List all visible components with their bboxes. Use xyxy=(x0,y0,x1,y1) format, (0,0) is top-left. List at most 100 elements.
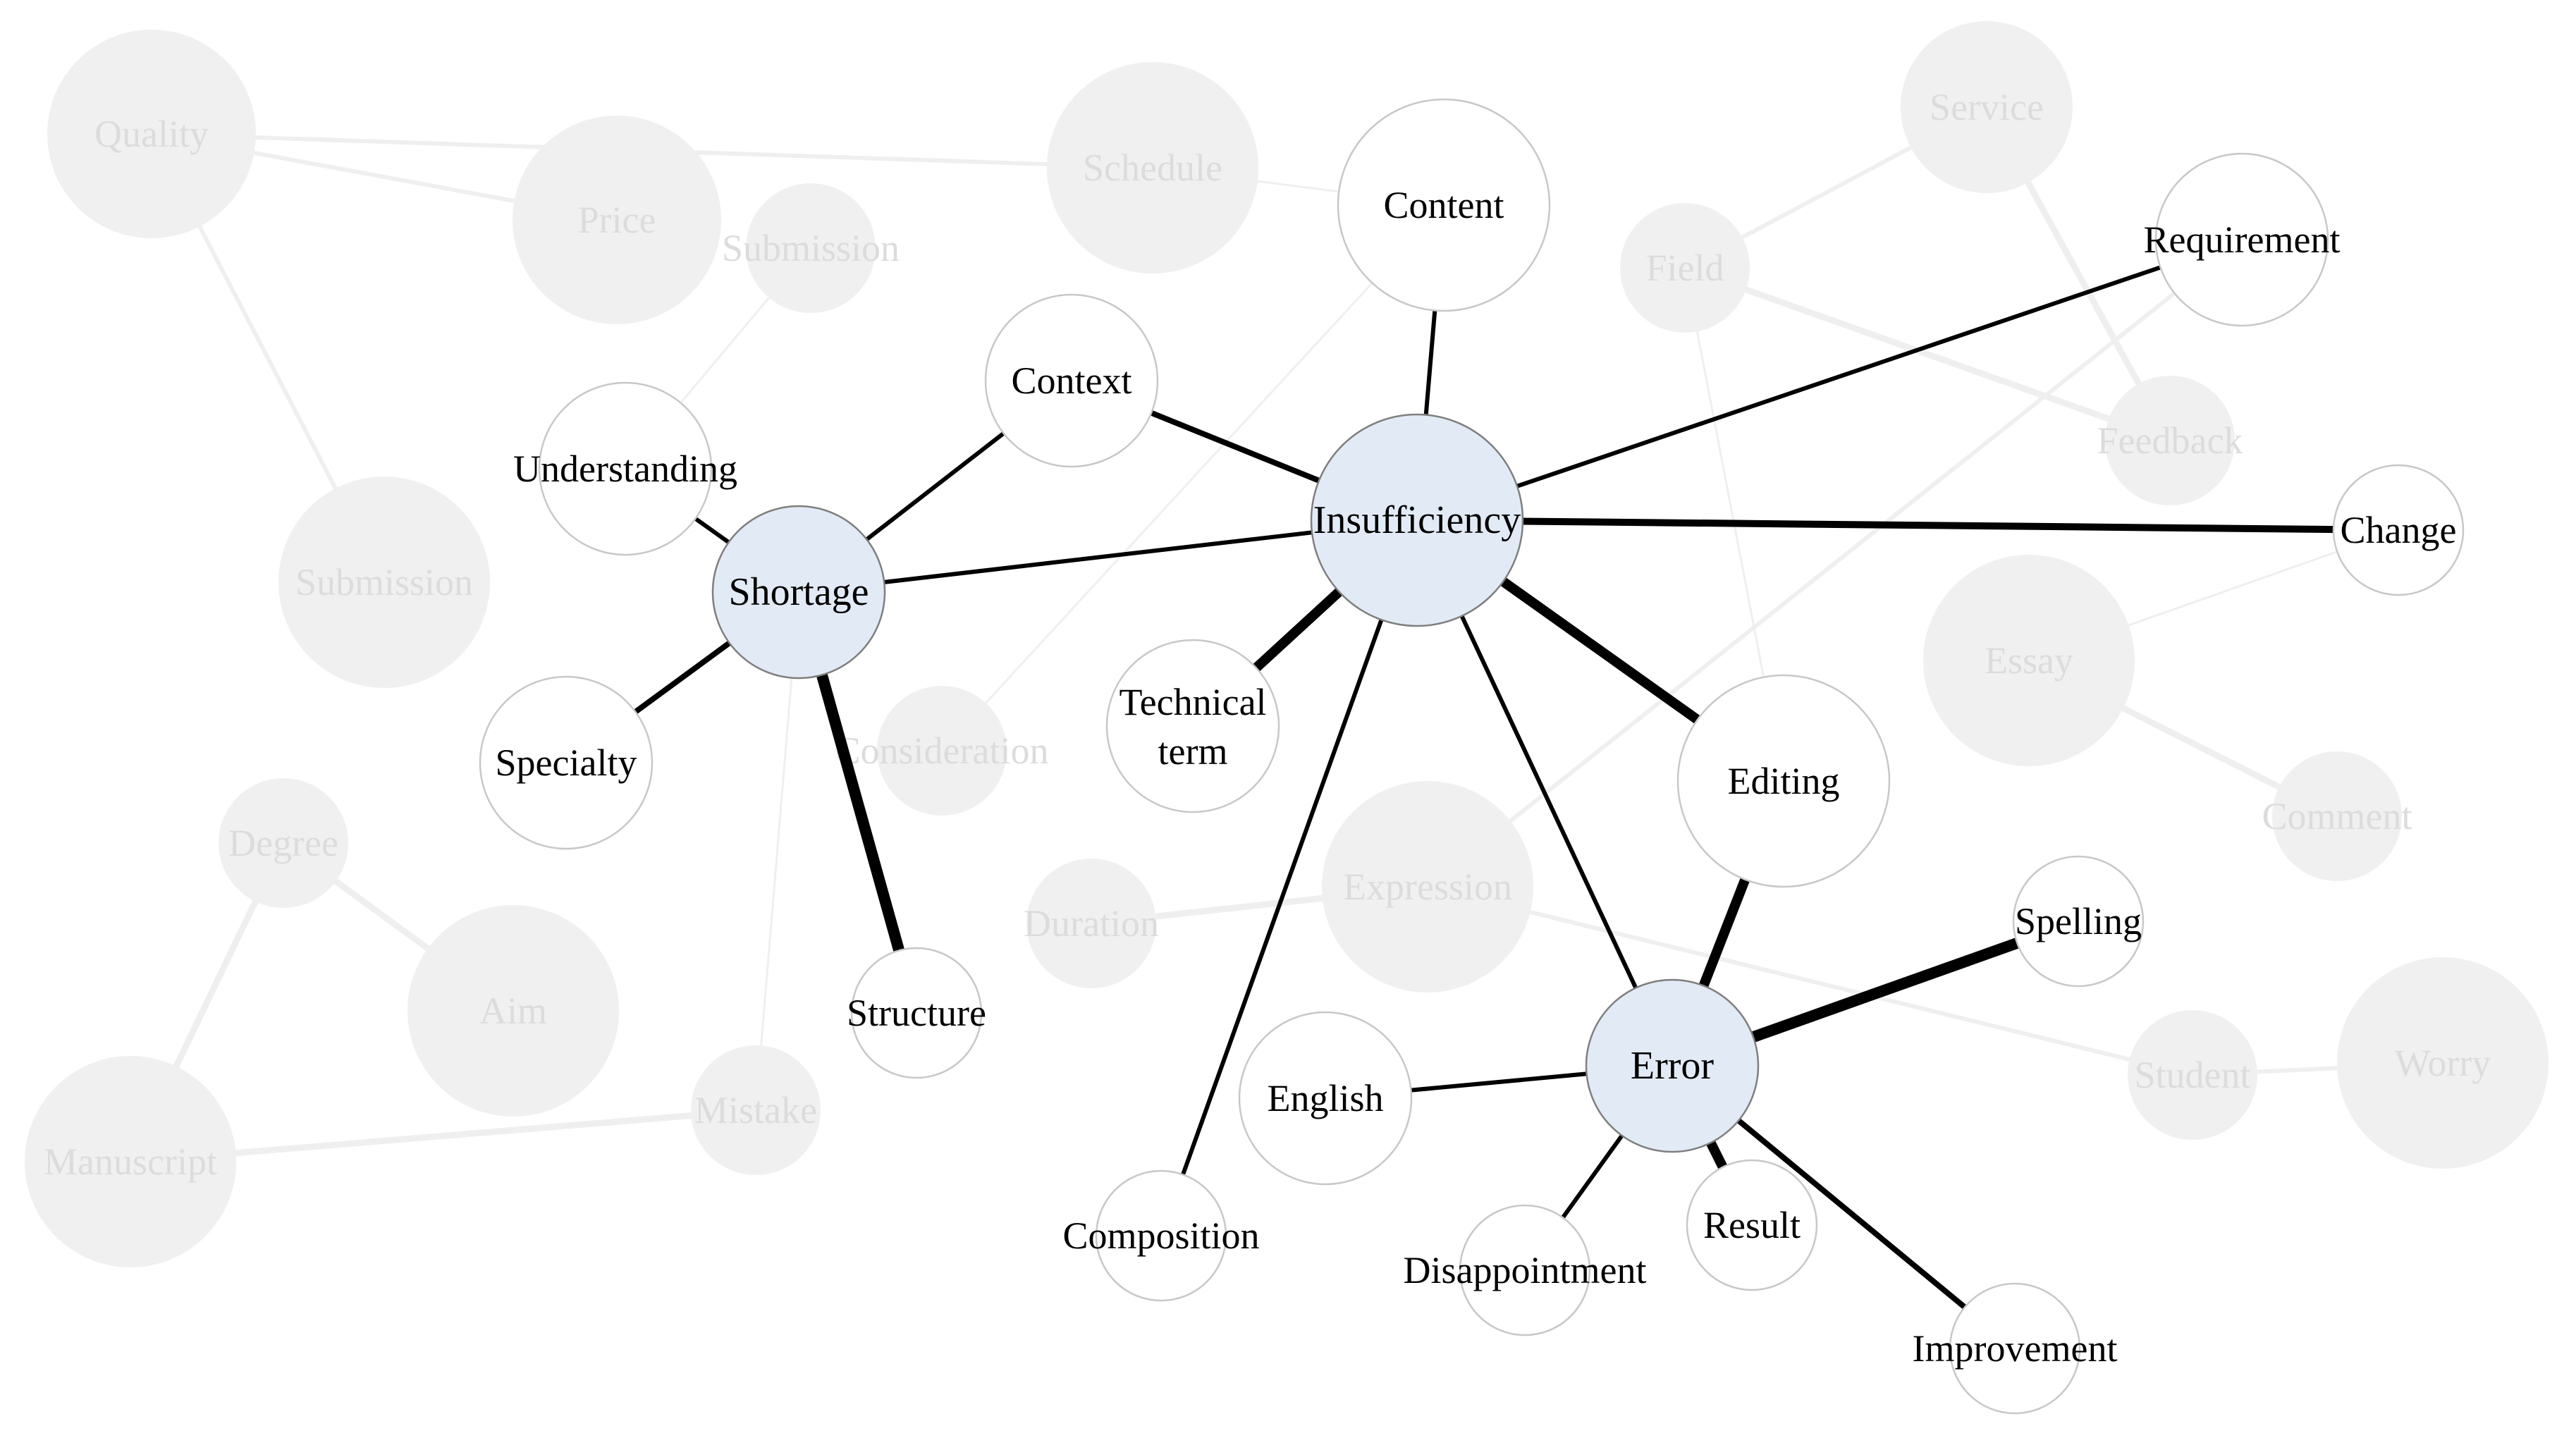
faded-node-label: Field xyxy=(1645,247,1724,289)
faded-node-circle xyxy=(47,30,256,238)
node-circle xyxy=(1105,639,1280,813)
faded-node-feedback: Feedback xyxy=(2097,376,2243,505)
node-circle xyxy=(2012,855,2145,988)
node-circle xyxy=(1337,98,1551,312)
faded-edge-field-feedback xyxy=(1683,264,2171,444)
hub-node-label: Insufficiency xyxy=(1313,498,1521,542)
node-spelling: Spelling xyxy=(2012,855,2145,988)
hub-node-insufficiency: Insufficiency xyxy=(1310,413,1524,627)
faded-node-label: Student xyxy=(2134,1054,2250,1096)
hub-node-circle xyxy=(1585,978,1760,1153)
faded-node-field: Field xyxy=(1620,203,1750,333)
faded-edge-content-consideration xyxy=(940,204,1445,752)
faded-node-circle xyxy=(2105,376,2235,505)
faded-node-circle xyxy=(278,477,490,688)
node-label: Requirement xyxy=(2144,219,2341,261)
faded-node-duration: Duration xyxy=(1024,859,1159,988)
node-label: Composition xyxy=(1062,1215,1259,1257)
faded-node-label: Expression xyxy=(1343,866,1512,908)
node-label: English xyxy=(1267,1077,1383,1119)
edge-insufficiency-composition xyxy=(1159,519,1419,1237)
node-label: Spelling xyxy=(2015,900,2142,942)
node-composition: Composition xyxy=(1062,1169,1260,1302)
hub-node-error: Error xyxy=(1585,978,1760,1153)
faded-node-circle xyxy=(1620,203,1750,333)
faded-node-label: Schedule xyxy=(1083,147,1222,189)
node-disappointment: Disappointment xyxy=(1404,1204,1647,1336)
faded-node-comment: Comment xyxy=(2262,751,2412,881)
node-label-line1: Technical xyxy=(1119,681,1266,723)
node-label: Result xyxy=(1703,1204,1801,1246)
faded-node-circle xyxy=(746,183,876,313)
faded-node-label: Service xyxy=(1930,86,2044,128)
faded-node-label: Feedback xyxy=(2097,419,2243,462)
faded-node-circle xyxy=(1923,555,2135,766)
faded-node-essay: Essay xyxy=(1923,555,2135,766)
faded-node-degree: Degree xyxy=(219,778,348,908)
faded-node-price: Price xyxy=(513,116,721,324)
faded-edge-expression-student xyxy=(1427,885,2193,1077)
faded-node-circle xyxy=(25,1056,236,1267)
faded-node-circle xyxy=(2128,1010,2257,1140)
faded-node-circle xyxy=(1026,859,1156,988)
node-improvement: Improvement xyxy=(1913,1282,2118,1415)
faded-node-manuscript: Manuscript xyxy=(25,1056,236,1267)
node-circle xyxy=(850,947,983,1079)
faded-node-label: Manuscript xyxy=(44,1141,217,1183)
faded-node-circle xyxy=(513,116,721,324)
node-label: Content xyxy=(1384,184,1504,226)
faded-node-expression: Expression xyxy=(1322,781,1533,993)
node-circle xyxy=(1459,1204,1591,1336)
node-label: Disappointment xyxy=(1404,1249,1647,1291)
node-circle xyxy=(1095,1169,1227,1302)
node-content: Content xyxy=(1337,98,1551,312)
faded-node-worry: Worry xyxy=(2337,957,2549,1169)
hub-node-circle xyxy=(1310,413,1524,627)
node-english: English xyxy=(1238,1011,1413,1186)
node-circle xyxy=(1686,1159,1818,1291)
faded-node-circle xyxy=(407,905,619,1117)
node-change: Change xyxy=(2332,464,2465,596)
node-circle xyxy=(2154,152,2329,327)
faded-edge-requirement-expression xyxy=(1426,238,2243,889)
faded-node-submission-left: Submission xyxy=(278,477,490,688)
faded-node-label: Comment xyxy=(2262,795,2412,837)
faded-node-quality: Quality xyxy=(47,30,256,238)
faded-node-label: Worry xyxy=(2395,1042,2491,1084)
edge-insufficiency-change xyxy=(1416,517,2399,534)
faded-node-label: Degree xyxy=(228,822,338,864)
node-label: Editing xyxy=(1728,760,1840,802)
faded-node-label: Essay xyxy=(1985,639,2073,682)
faded-node-label: Submission xyxy=(722,227,900,269)
node-label: Specialty xyxy=(496,742,637,784)
node-circle xyxy=(2332,464,2465,596)
faded-node-schedule: Schedule xyxy=(1047,62,1258,274)
faded-node-label: Quality xyxy=(94,113,209,155)
node-circle xyxy=(984,293,1159,468)
faded-node-circle xyxy=(691,1045,821,1175)
node-requirement: Requirement xyxy=(2144,152,2341,327)
node-label: Understanding xyxy=(513,448,737,490)
node-result: Result xyxy=(1686,1159,1818,1291)
node-label: Structure xyxy=(847,992,986,1034)
hub-node-label: Shortage xyxy=(728,570,869,614)
hub-node-shortage: Shortage xyxy=(711,505,886,680)
faded-node-aim: Aim xyxy=(407,905,619,1117)
node-structure: Structure xyxy=(847,947,986,1079)
faded-node-circle xyxy=(1322,781,1533,993)
node-circle xyxy=(538,381,713,556)
faded-node-consideration: Consideration xyxy=(835,686,1048,816)
faded-node-student: Student xyxy=(2128,1010,2257,1140)
node-label: Improvement xyxy=(1913,1327,2118,1370)
faded-node-label: Price xyxy=(578,199,656,241)
hub-node-label: Error xyxy=(1631,1044,1715,1088)
hub-node-circle xyxy=(711,505,886,680)
node-circle xyxy=(1238,1011,1413,1186)
node-editing: Editing xyxy=(1676,674,1891,888)
node-label-line2: term xyxy=(1158,730,1228,773)
node-context: Context xyxy=(984,293,1159,468)
faded-node-label: Mistake xyxy=(694,1089,817,1131)
